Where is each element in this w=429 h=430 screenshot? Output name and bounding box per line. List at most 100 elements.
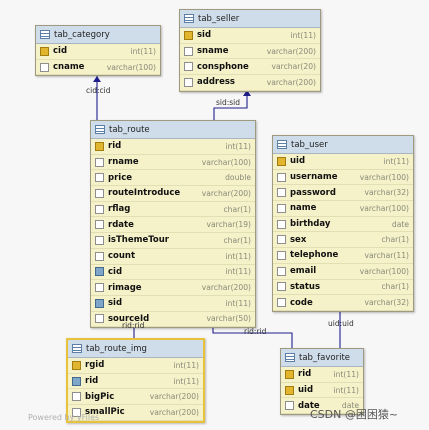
column-icon	[277, 172, 286, 182]
relation-label-fav-uid: uid:uid	[328, 319, 354, 328]
table-header[interactable]: tab_seller	[180, 10, 320, 28]
edge-route-seller[interactable]	[213, 90, 248, 120]
table-header[interactable]: tab_user	[273, 136, 413, 154]
field-type: int(11)	[383, 156, 410, 166]
field-type: varchar(32)	[364, 188, 409, 198]
primary-key-icon	[285, 385, 294, 395]
primary-key-icon	[72, 360, 81, 370]
column-icon	[95, 173, 104, 183]
field-type: varchar(100)	[359, 203, 409, 213]
column-icon	[95, 204, 104, 214]
credit-text: CSDN @困困猿~	[310, 408, 399, 421]
field-type: varchar(200)	[266, 46, 316, 56]
column-icon	[95, 314, 104, 324]
column-icon	[184, 62, 193, 72]
table-icon	[184, 14, 194, 23]
field-type: varchar(100)	[201, 157, 251, 167]
table-header[interactable]: tab_category	[36, 26, 160, 44]
field-name: birthday	[290, 219, 331, 230]
field-name: routeIntroduce	[108, 188, 181, 199]
field-name: rflag	[108, 204, 131, 215]
column-icon	[95, 220, 104, 230]
field-name: rgid	[85, 360, 105, 371]
column-icon	[277, 298, 286, 308]
primary-key-icon	[285, 369, 294, 379]
column-icon	[72, 407, 81, 417]
field-type: int(11)	[333, 385, 360, 395]
field-name: uid	[290, 156, 306, 167]
field-row[interactable]: rdate varchar(19)	[91, 217, 255, 234]
field-type: varchar(100)	[106, 62, 156, 72]
column-icon	[285, 401, 294, 411]
field-row[interactable]: rgid int(11)	[68, 358, 203, 374]
field-type: varchar(100)	[359, 172, 409, 182]
field-type: double	[225, 173, 251, 183]
primary-key-icon	[40, 46, 49, 56]
field-type: varchar(200)	[266, 77, 316, 87]
field-name: rdate	[108, 219, 134, 230]
field-row[interactable]: uid int(11)	[273, 154, 413, 170]
field-type: int(11)	[173, 360, 200, 370]
field-row[interactable]: username varchar(100)	[273, 170, 413, 186]
field-type: varchar(32)	[364, 298, 409, 308]
table-header[interactable]: tab_route	[91, 121, 255, 139]
table-header[interactable]: tab_route_img	[68, 340, 203, 358]
field-name: rimage	[108, 282, 142, 293]
field-type: char(1)	[223, 235, 251, 245]
primary-key-icon	[95, 141, 104, 151]
table-icon	[40, 30, 50, 39]
field-name: username	[290, 172, 338, 183]
watermark: Powered by yFiles	[28, 413, 100, 422]
field-name: consphone	[197, 61, 249, 72]
foreign-key-icon	[95, 298, 104, 308]
field-name: rname	[108, 157, 139, 168]
field-type: varchar(19)	[206, 220, 251, 230]
primary-key-icon	[184, 30, 193, 40]
relation-label-img-rid: rid:rid	[122, 321, 145, 330]
column-icon	[95, 251, 104, 261]
field-name: rid	[85, 376, 99, 387]
table-header[interactable]: tab_favorite	[281, 349, 363, 367]
field-row[interactable]: rname varchar(100)	[91, 155, 255, 171]
table-title: tab_user	[291, 139, 328, 150]
field-name: bigPic	[85, 391, 115, 402]
field-name: sourceId	[108, 313, 150, 324]
